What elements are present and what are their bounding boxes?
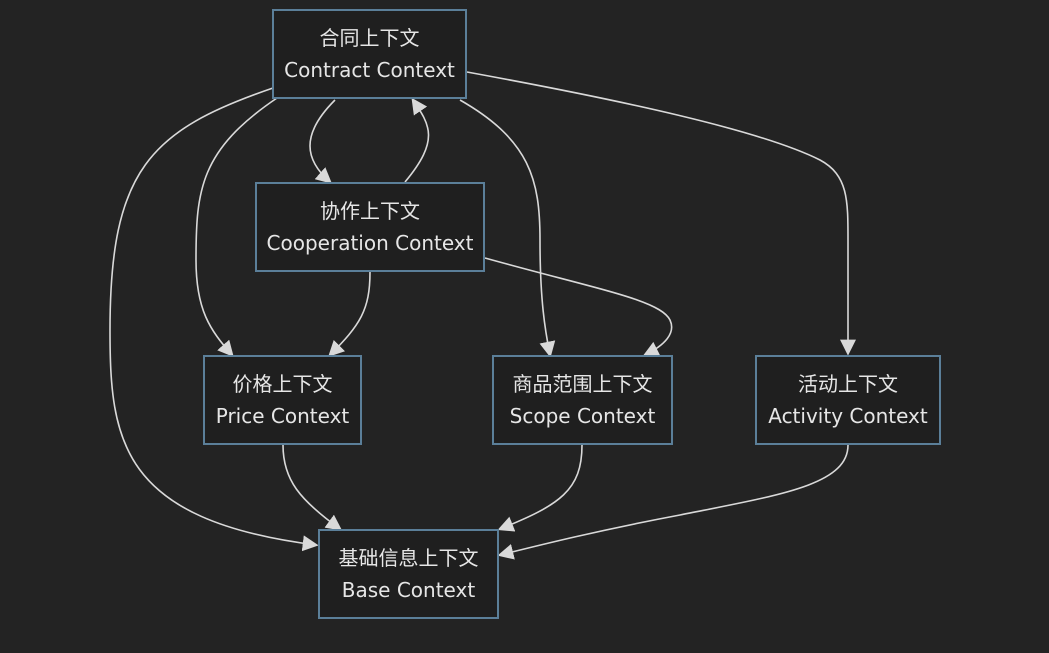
node-activity-context[interactable]: 活动上下文 Activity Context — [755, 355, 941, 445]
edge-contract-to-cooperation — [309, 99, 336, 184]
node-activity-cn-label: 活动上下文 — [798, 372, 898, 396]
node-cooperation-cn-label: 协作上下文 — [320, 199, 420, 223]
node-scope-en-label: Scope Context — [509, 404, 656, 428]
node-cooperation-context[interactable]: 协作上下文 Cooperation Context — [255, 182, 485, 272]
node-scope-cn-label: 商品范围上下文 — [512, 372, 653, 396]
edge-contract-to-activity — [466, 71, 856, 356]
edge-contract-to-price — [195, 97, 278, 358]
node-scope-context[interactable]: 商品范围上下文 Scope Context — [492, 355, 673, 445]
node-cooperation-en-label: Cooperation Context — [266, 231, 474, 255]
edge-cooperation-to-price — [328, 271, 371, 357]
edge-cooperation-to-contract — [404, 97, 430, 183]
node-base-en-label: Base Context — [341, 578, 476, 602]
node-price-context[interactable]: 价格上下文 Price Context — [203, 355, 362, 445]
edge-scope-to-base — [497, 444, 583, 532]
node-contract-en-label: Contract Context — [284, 58, 455, 82]
edge-activity-to-base — [497, 444, 849, 560]
node-activity-en-label: Activity Context — [768, 404, 928, 428]
node-price-en-label: Price Context — [215, 404, 350, 428]
node-contract-context[interactable]: 合同上下文 Contract Context — [272, 9, 467, 99]
edge-contract-to-base — [109, 87, 319, 552]
edge-cooperation-to-scope — [484, 257, 673, 357]
node-base-context[interactable]: 基础信息上下文 Base Context — [318, 529, 499, 619]
node-contract-cn-label: 合同上下文 — [319, 26, 420, 50]
node-price-cn-label: 价格上下文 — [232, 372, 333, 396]
node-base-cn-label: 基础信息上下文 — [338, 546, 479, 570]
edge-price-to-base — [282, 444, 343, 531]
edge-contract-to-scope — [459, 99, 556, 358]
